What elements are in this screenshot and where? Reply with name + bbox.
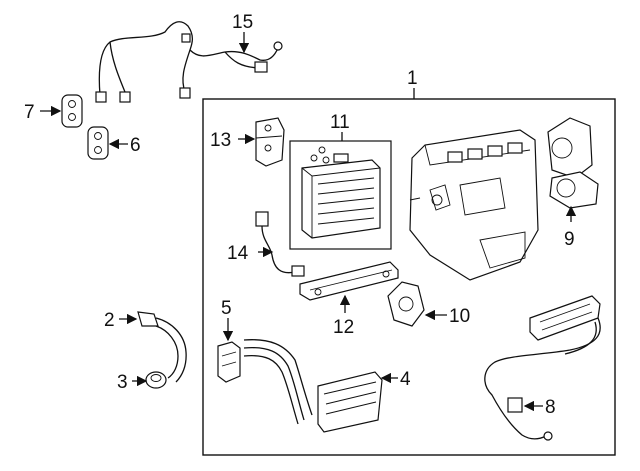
evaporator-core-part bbox=[301, 146, 381, 239]
callout-14: 14 bbox=[227, 243, 249, 264]
callout-6: 6 bbox=[130, 135, 141, 156]
housing-assembly-part bbox=[409, 129, 539, 281]
heater-core-part bbox=[243, 339, 383, 433]
callout-11: 11 bbox=[330, 112, 350, 133]
callout-1: 1 bbox=[407, 68, 418, 89]
callout-3: 3 bbox=[117, 372, 128, 393]
callout-13: 13 bbox=[210, 130, 231, 151]
callout-8: 8 bbox=[545, 397, 556, 418]
expansion-valve-part bbox=[255, 117, 285, 167]
hose-part bbox=[137, 311, 187, 383]
grommet-part bbox=[61, 94, 83, 128]
bracket-part bbox=[217, 341, 241, 383]
wire-harness-part bbox=[95, 21, 283, 103]
callout-2: 2 bbox=[104, 310, 115, 331]
grommet-small-part bbox=[87, 126, 109, 160]
callout-9: 9 bbox=[564, 229, 575, 250]
linkage-bar-part bbox=[299, 261, 399, 301]
callout-5: 5 bbox=[221, 298, 232, 319]
evaporator-frame bbox=[289, 140, 392, 250]
callout-10: 10 bbox=[449, 306, 470, 327]
callout-7: 7 bbox=[24, 102, 35, 123]
blower-servo-part bbox=[547, 117, 599, 209]
assembly-frame bbox=[202, 98, 616, 456]
callout-15: 15 bbox=[232, 12, 253, 33]
plug-part bbox=[145, 371, 167, 389]
thermistor-part bbox=[255, 211, 305, 277]
heater-element-part bbox=[484, 295, 601, 441]
servo-actuator-part bbox=[387, 281, 425, 327]
callout-12: 12 bbox=[333, 317, 354, 338]
callout-4: 4 bbox=[400, 369, 411, 390]
